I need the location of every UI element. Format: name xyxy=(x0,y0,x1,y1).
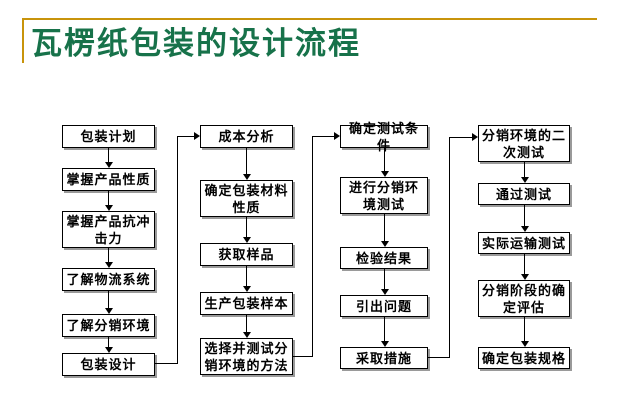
down-arrow-icon xyxy=(242,217,251,243)
flow-box-cost-analysis: 成本分析 xyxy=(200,125,293,148)
down-arrow-icon xyxy=(520,162,529,183)
down-arrow-icon xyxy=(380,148,389,177)
right-arrow-icon xyxy=(194,132,200,140)
connector-line xyxy=(155,363,178,364)
flow-box-pass-test: 通过测试 xyxy=(478,183,570,205)
connector-line xyxy=(312,136,313,357)
down-arrow-icon xyxy=(242,315,251,338)
flow-box-take-measures: 采取措施 xyxy=(340,347,428,369)
connector-line xyxy=(428,357,450,358)
title-rule-horizontal xyxy=(22,18,597,20)
down-arrow-icon xyxy=(104,248,113,268)
connector-line xyxy=(177,136,178,364)
flow-box-select-test-method: 选择并测试分销环境的方法 xyxy=(200,338,293,375)
connector-line xyxy=(312,136,334,137)
flow-box-test-conditions: 确定测试条件 xyxy=(340,121,428,153)
connector-line xyxy=(177,136,194,137)
down-arrow-icon xyxy=(380,269,389,295)
right-arrow-icon xyxy=(334,132,340,140)
right-arrow-icon xyxy=(472,133,478,141)
connector-line xyxy=(449,137,450,358)
flow-box-packaging-plan: 包装计划 xyxy=(62,125,155,148)
down-arrow-icon xyxy=(520,317,529,347)
flow-box-env-testing: 进行分销环境测试 xyxy=(340,177,428,214)
flow-box-packaging-design: 包装设计 xyxy=(62,353,155,376)
flow-box-raise-issues: 引出问题 xyxy=(340,295,428,317)
connector-line xyxy=(293,356,313,357)
flow-box-second-test: 分销环境的二次测试 xyxy=(478,125,570,162)
flow-box-packaging-spec: 确定包装规格 xyxy=(478,347,570,369)
flow-box-transport-test: 实际运输测试 xyxy=(478,232,570,254)
flow-box-logistics-system: 了解物流系统 xyxy=(62,268,155,291)
down-arrow-icon xyxy=(104,148,113,168)
title-rule-vertical xyxy=(22,18,24,63)
down-arrow-icon xyxy=(380,214,389,247)
connector-line xyxy=(449,137,472,138)
page-title: 瓦楞纸包装的设计流程 xyxy=(31,26,361,61)
down-arrow-icon xyxy=(242,266,251,292)
down-arrow-icon xyxy=(104,291,113,314)
flow-box-inspect-results: 检验结果 xyxy=(340,247,428,269)
down-arrow-icon xyxy=(380,317,389,347)
down-arrow-icon xyxy=(104,191,113,211)
flow-box-impact-resistance: 掌握产品抗冲击力 xyxy=(62,211,155,248)
down-arrow-icon xyxy=(520,254,529,280)
flow-box-distribution-env: 了解分销环境 xyxy=(62,314,155,337)
down-arrow-icon xyxy=(520,205,529,232)
down-arrow-icon xyxy=(242,148,251,180)
flow-box-stage-evaluation: 分销阶段的确定评估 xyxy=(478,280,570,317)
down-arrow-icon xyxy=(104,337,113,353)
flow-box-obtain-samples: 获取样品 xyxy=(200,243,293,266)
flow-box-material-properties: 确定包装材料性质 xyxy=(200,180,293,217)
flow-box-produce-samples: 生产包装样本 xyxy=(200,292,293,315)
flow-box-product-properties: 掌握产品性质 xyxy=(62,168,155,191)
